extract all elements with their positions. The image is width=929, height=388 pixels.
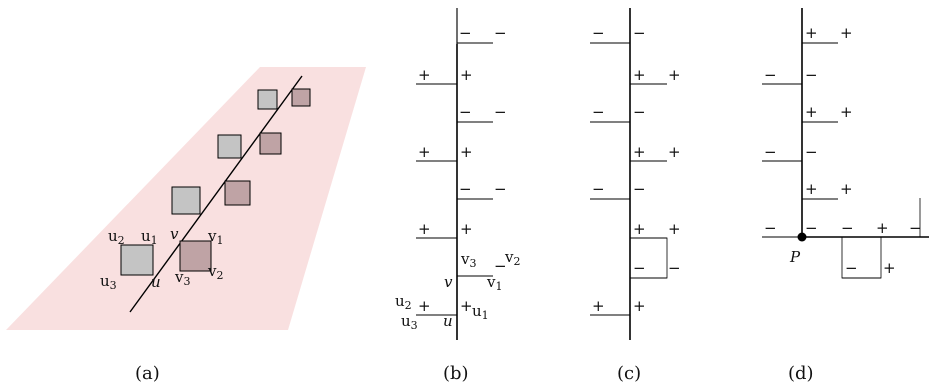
b-row-3-sign-0: − <box>459 103 472 121</box>
label-p: P <box>789 248 801 266</box>
c-row-1-sign-0: − <box>592 24 605 42</box>
c-row-8-sign-0: + <box>592 297 605 315</box>
d-row-3-sign-1: + <box>840 103 853 121</box>
c-row-3-sign-0: − <box>592 103 605 121</box>
c-row-8-sign-1: + <box>633 297 646 315</box>
panel-c: − − + + − − + + − − + + − − + + (c) <box>590 8 681 384</box>
main-line <box>129 75 303 313</box>
label-v-b: v <box>444 273 453 291</box>
label-u2-b: u2 <box>395 292 412 312</box>
b-row-v-sign-0: − <box>494 257 507 275</box>
c-row-7-sign-0: − <box>633 259 646 277</box>
gray-square-3 <box>217 134 242 159</box>
c-row-4-sign-0: + <box>633 143 646 161</box>
d-row-1-sign-1: + <box>840 24 853 42</box>
label-v: v <box>170 225 179 243</box>
b-row-u-sign-0: + <box>418 297 431 315</box>
sign-rows-c: − − + + − − + + − − + + − − + + <box>590 24 681 316</box>
c-row-6-sign-0: + <box>633 220 646 238</box>
panel-a: u2 u1 v v1 u3 u v3 v2 (a) <box>6 67 366 384</box>
sign-rows-d: + + − − + + − − + + − − − + − − + <box>762 24 922 279</box>
d-row-4-sign-1: − <box>805 143 818 161</box>
b-row-4-sign-1: + <box>460 143 473 161</box>
b-row-4-sign-0: + <box>418 143 431 161</box>
label-v1-b: v1 <box>486 273 502 293</box>
label-v2-b: v2 <box>504 248 520 268</box>
b-row-3-sign-1: − <box>494 103 507 121</box>
d-row-6-sign-2: − <box>841 219 854 237</box>
mauve-square-v <box>179 240 212 272</box>
d-row-6-sign-4: − <box>909 219 922 237</box>
label-u1-b: u1 <box>472 302 489 322</box>
c-row-2-sign-0: + <box>633 66 646 84</box>
d-row-6-sign-1: − <box>805 219 818 237</box>
panel-b: − − + + − − + + − − + + − + + v3 v2 v v1 u2 u1 u3 u (b… <box>395 8 520 384</box>
label-u: u <box>151 273 161 291</box>
mauve-square-2 <box>224 180 251 206</box>
caption-b: (b) <box>443 363 469 384</box>
c-row-2-sign-1: + <box>668 66 681 84</box>
d-row-4-sign-0: − <box>764 143 777 161</box>
c-row-5-sign-0: − <box>592 180 605 198</box>
d-row-5-sign-0: + <box>805 180 818 198</box>
d-row-7-sign-0: − <box>845 259 858 277</box>
d-row-5-sign-1: + <box>840 180 853 198</box>
caption-a: (a) <box>135 363 160 384</box>
b-row-5-sign-1: − <box>494 180 507 198</box>
caption-c: (c) <box>617 363 641 384</box>
b-row-1-sign-0: − <box>459 24 472 42</box>
panel-d: P + + − − + + − − + + − − − + − − + (d) <box>762 8 929 384</box>
b-row-1-sign-1: − <box>494 24 507 42</box>
mauve-square-3 <box>259 132 282 155</box>
d-row-2-sign-1: − <box>805 66 818 84</box>
b-row-5-sign-0: − <box>459 180 472 198</box>
label-u3-b: u3 <box>401 312 418 332</box>
c-row-3-sign-1: − <box>633 103 646 121</box>
c-row-5-sign-1: − <box>633 180 646 198</box>
sign-rows-b: − − + + − − + + − − + + − + + <box>416 24 507 316</box>
b-row-2-sign-0: + <box>418 66 431 84</box>
b-row-2-sign-1: + <box>460 66 473 84</box>
d-row-6-sign-3: + <box>876 219 889 237</box>
c-row-6-sign-1: + <box>668 220 681 238</box>
d-row-7-sign-1: + <box>883 259 896 277</box>
b-row-6-sign-0: + <box>418 220 431 238</box>
b-row-u-sign-1: + <box>460 297 473 315</box>
b-row-6-sign-1: + <box>460 220 473 238</box>
gray-square-u <box>120 244 154 276</box>
d-row-6-sign-0: − <box>764 219 777 237</box>
gray-square-2 <box>171 186 201 215</box>
c-row-1-sign-1: − <box>633 24 646 42</box>
c-row-7-sign-1: − <box>668 259 681 277</box>
label-u-b: u <box>443 312 453 330</box>
label-v3-b: v3 <box>460 250 476 270</box>
d-row-3-sign-0: + <box>805 103 818 121</box>
d-row-1-sign-0: + <box>805 24 818 42</box>
c-row-4-sign-1: + <box>668 143 681 161</box>
gray-square-4 <box>257 89 278 110</box>
mauve-square-4 <box>291 88 311 107</box>
caption-d: (d) <box>788 363 814 384</box>
d-row-2-sign-0: − <box>764 66 777 84</box>
